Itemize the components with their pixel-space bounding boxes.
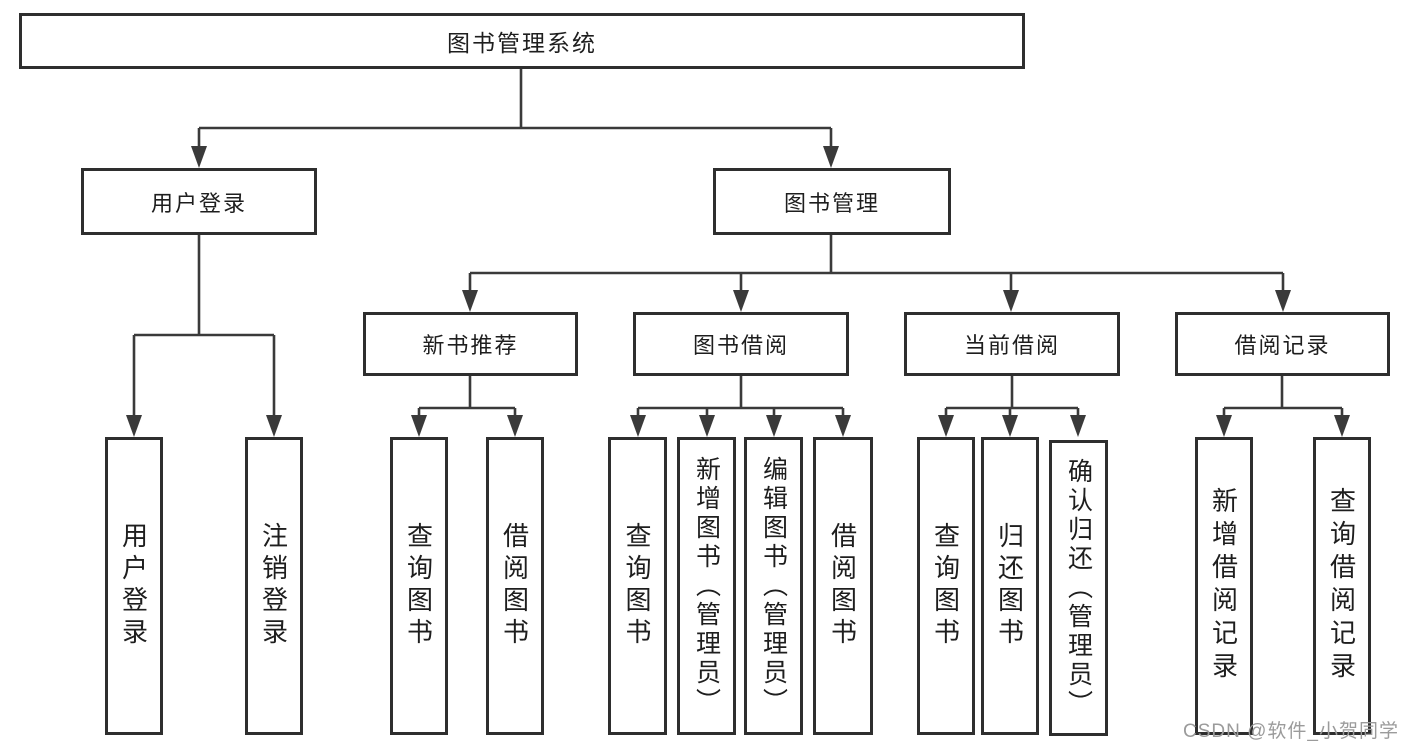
- leaf-return-books-label: 归还图书: [994, 522, 1025, 650]
- leaf-confirm-return-admin-label: 确认归还（管理员）: [1064, 457, 1093, 719]
- leaf-return-books: 归还图书: [981, 437, 1039, 735]
- leaf-borrow-books-2: 借阅图书: [813, 437, 873, 735]
- leaf-confirm-return-admin: 确认归还（管理员）: [1049, 440, 1108, 736]
- leaf-query-books-2-label: 查询图书: [622, 522, 652, 650]
- leaf-query-books-3-label: 查询图书: [930, 522, 961, 650]
- node-new-book-recommend: 新书推荐: [363, 312, 578, 376]
- node-user-login: 用户登录: [81, 168, 317, 235]
- leaf-add-book-admin: 新增图书（管理员）: [677, 437, 736, 735]
- leaf-logout: 注销登录: [245, 437, 303, 735]
- leaf-add-book-admin-label: 新增图书（管理员）: [692, 455, 721, 717]
- leaf-query-borrow-record-label: 查询借阅记录: [1326, 487, 1357, 685]
- leaf-query-books-3: 查询图书: [917, 437, 975, 735]
- leaf-borrow-books-2-label: 借阅图书: [827, 522, 858, 650]
- node-root: 图书管理系统: [19, 13, 1025, 69]
- leaf-query-borrow-record: 查询借阅记录: [1313, 437, 1371, 735]
- node-current-borrow: 当前借阅: [904, 312, 1120, 376]
- node-book-management: 图书管理: [713, 168, 951, 235]
- leaf-edit-book-admin: 编辑图书（管理员）: [744, 437, 803, 735]
- leaf-borrow-books-1-label: 借阅图书: [499, 522, 530, 650]
- leaf-borrow-books-1: 借阅图书: [486, 437, 544, 735]
- leaf-query-books-1-label: 查询图书: [403, 522, 434, 650]
- node-book-borrow: 图书借阅: [633, 312, 849, 376]
- connector-strokes: [132, 69, 1344, 419]
- leaf-add-borrow-record: 新增借阅记录: [1195, 437, 1253, 735]
- leaf-query-books-1: 查询图书: [390, 437, 448, 735]
- leaf-query-books-2: 查询图书: [608, 437, 667, 735]
- node-borrow-records: 借阅记录: [1175, 312, 1390, 376]
- csdn-watermark: CSDN @软件_小贺同学: [1183, 721, 1399, 742]
- leaf-add-borrow-record-label: 新增借阅记录: [1208, 487, 1239, 685]
- leaf-user-login: 用户登录: [105, 437, 163, 735]
- arrowheads: [126, 146, 1350, 437]
- leaf-logout-label: 注销登录: [258, 522, 289, 650]
- leaf-user-login-label: 用户登录: [118, 522, 149, 650]
- leaf-edit-book-admin-label: 编辑图书（管理员）: [759, 455, 788, 717]
